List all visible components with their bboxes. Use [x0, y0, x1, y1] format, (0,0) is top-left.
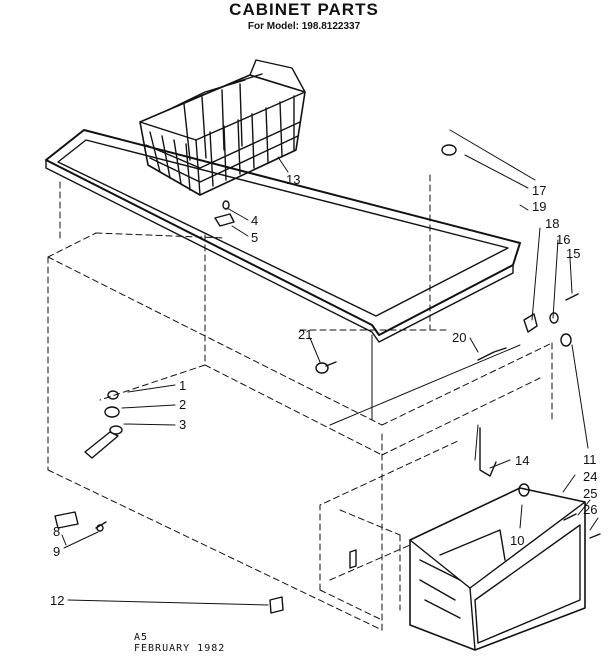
callout-5: 5	[251, 230, 259, 245]
callout-19: 19	[532, 199, 547, 214]
leader-lines	[61, 129, 599, 606]
control-panel	[409, 487, 586, 651]
callout-2: 2	[179, 397, 187, 412]
hardware-parts	[54, 144, 601, 614]
callout-10: 10	[510, 533, 525, 548]
callout-21: 21	[298, 327, 313, 342]
callout-14: 14	[515, 453, 530, 468]
callout-4: 4	[251, 213, 259, 228]
callout-18: 18	[545, 216, 560, 231]
cabinet-outline	[47, 174, 553, 631]
callout-17: 17	[532, 183, 547, 198]
callout-3: 3	[179, 417, 187, 432]
callout-12: 12	[50, 593, 65, 608]
callout-1: 1	[179, 378, 187, 393]
callout-8: 8	[53, 524, 61, 539]
callout-24: 24	[583, 469, 598, 484]
callout-11: 11	[583, 452, 597, 467]
callout-15: 15	[566, 246, 581, 261]
basket	[139, 59, 306, 196]
footer-code: A5	[134, 632, 149, 643]
callout-26: 26	[583, 502, 598, 517]
callout-20: 20	[452, 330, 467, 345]
callout-9: 9	[53, 544, 61, 559]
callout-25: 25	[583, 486, 598, 501]
callout-16: 16	[556, 232, 571, 247]
lid-frame	[45, 129, 521, 343]
diagram-title: CABINET PARTS	[229, 0, 379, 19]
footer-date: FEBRUARY 1982	[134, 643, 226, 654]
callout-13: 13	[286, 172, 301, 187]
model-number: For Model: 198.8122337	[247, 21, 361, 32]
